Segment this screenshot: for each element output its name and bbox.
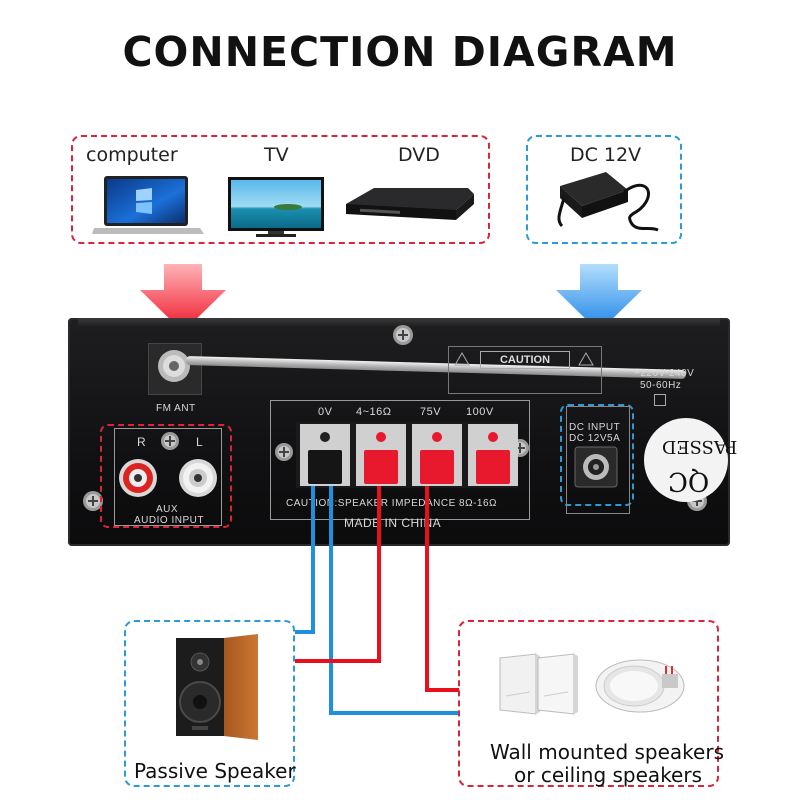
terminal-100v-clip[interactable]	[476, 450, 510, 484]
red-arrow-icon	[140, 264, 226, 332]
passive-speaker-label: Passive Speaker	[134, 759, 296, 783]
terminal-0v-label: 0V	[318, 406, 333, 418]
wire-red-2	[425, 486, 459, 692]
speaker-icon	[176, 634, 258, 740]
wall-ceiling-speakers-box	[458, 620, 719, 787]
wall-speaker-icon	[499, 653, 578, 715]
rca-r-label: R	[137, 435, 147, 449]
screw-icon	[83, 491, 103, 511]
warning-icon	[578, 352, 594, 366]
source-label-dvd: DVD	[398, 144, 440, 166]
wire-blue-2	[329, 486, 459, 715]
caution-label	[448, 346, 602, 394]
speaker-terminal-block	[270, 400, 530, 520]
terminal-100v-label: 100V	[466, 406, 494, 418]
source-label-tv: TV	[264, 144, 289, 166]
warning-icon	[454, 352, 470, 366]
screw-icon	[275, 443, 293, 461]
fm-ant-label: FM ANT	[156, 403, 196, 414]
terminal-75v-label: 75V	[420, 406, 442, 418]
terminal-75v-clip[interactable]	[420, 450, 454, 484]
frequency-label: 50-60Hz	[640, 380, 682, 391]
amplifier-rear-panel: FM ANT CAUTION ~220V-240V 50-60Hz R L AU…	[68, 318, 737, 546]
voltage-label: ~220V-240V	[634, 368, 695, 379]
passive-speaker-box	[124, 620, 295, 787]
power-label: DC 12V	[570, 144, 642, 166]
wire-blue-1	[295, 486, 315, 634]
tv-icon	[228, 177, 324, 237]
page-title: CONNECTION DIAGRAM	[122, 28, 678, 76]
aux-input-highlight	[100, 424, 232, 528]
dc-input-label: DC INPUT	[569, 422, 621, 433]
screw-icon	[161, 432, 179, 450]
aux-label: AUX	[156, 504, 179, 515]
double-insulation-icon	[654, 394, 666, 406]
terminal-4-16-label: 4~16Ω	[356, 406, 392, 418]
dc-rating-label: DC 12V5A	[569, 433, 621, 444]
wall-speakers-label-line1: Wall mounted speakers	[490, 740, 724, 764]
laptop-icon	[92, 176, 204, 234]
screw-icon	[393, 325, 413, 345]
ceiling-speaker-icon	[595, 659, 685, 713]
wire-red-1	[295, 486, 381, 663]
source-devices-box	[71, 135, 490, 244]
rca-l-label: L	[196, 435, 204, 449]
caution-text: CAUTION	[480, 351, 570, 369]
dc-power-jack[interactable]	[574, 446, 618, 488]
terminal-0v-clip[interactable]	[308, 450, 342, 484]
audio-input-label: AUDIO INPUT	[134, 515, 204, 526]
rca-jack-white[interactable]	[178, 458, 218, 498]
wall-speakers-label-line2: or ceiling speakers	[514, 763, 703, 787]
dc-input-highlight	[560, 404, 634, 506]
dvd-player-icon	[346, 188, 474, 220]
blue-arrow-icon	[556, 264, 642, 332]
terminal-4-16-clip[interactable]	[364, 450, 398, 484]
power-supply-box	[526, 135, 682, 244]
made-in-label: MADE IN CHINA	[344, 516, 442, 530]
rca-jack-red[interactable]	[118, 458, 158, 498]
power-adapter-icon	[557, 172, 659, 232]
source-label-computer: computer	[86, 144, 178, 166]
antenna-connector-icon	[158, 350, 190, 382]
qc-passed-sticker	[644, 418, 728, 502]
speaker-impedance-caution: CAUTION:SPEAKER IMPEDANCE 8Ω-16Ω	[286, 498, 497, 509]
